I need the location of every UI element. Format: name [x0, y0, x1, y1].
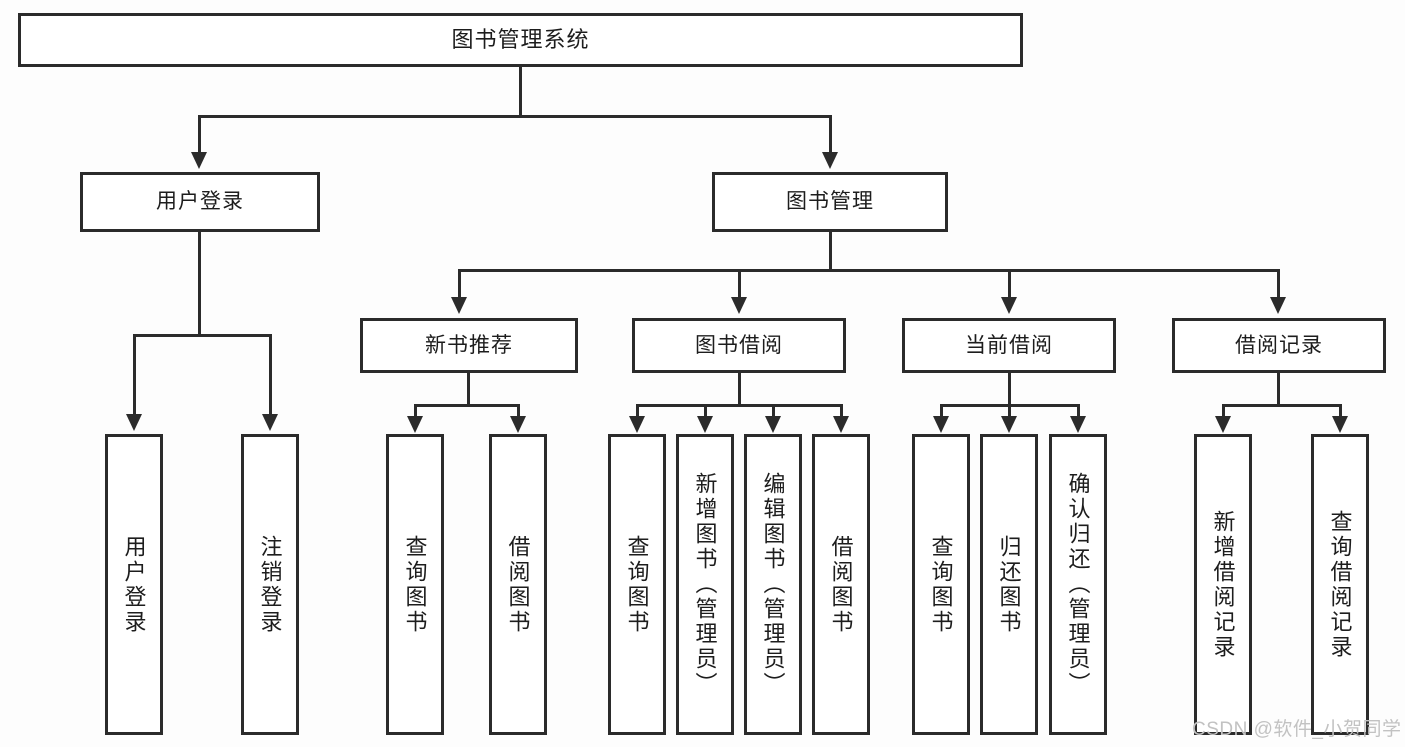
- connector-book-management-stem: [829, 232, 832, 271]
- leaf-br-add-record[interactable]: 新增借阅记录: [1194, 434, 1252, 735]
- arrowhead-bb-query: [629, 416, 645, 433]
- watermark-text: CSDN @软件_小贺同学: [1192, 719, 1402, 740]
- connector-root-stem: [519, 67, 522, 117]
- leaf-cb-query-book[interactable]: 查询图书: [912, 434, 970, 735]
- connector-drop-cb-confirm: [1077, 404, 1080, 420]
- arrowhead-cb-return: [1001, 416, 1017, 433]
- arrowhead-cb-query: [933, 416, 949, 433]
- connector-drop-nb-query: [414, 404, 417, 420]
- connector-drop-book-borrow: [738, 269, 741, 301]
- connector-drop-borrow-record: [1277, 269, 1280, 301]
- node-label: 用户登录: [156, 190, 244, 214]
- connector-borrow-record-stem: [1277, 373, 1280, 406]
- node-label: 用户登录: [121, 534, 147, 635]
- node-label: 注销登录: [257, 534, 283, 635]
- connector-book-borrow-stem: [738, 373, 741, 406]
- node-book-management[interactable]: 图书管理: [712, 172, 948, 232]
- node-label: 图书管理: [786, 190, 874, 214]
- node-book-borrow[interactable]: 图书借阅: [632, 318, 846, 373]
- connector-book-borrow-bus: [636, 404, 843, 407]
- node-label: 归还图书: [996, 534, 1022, 635]
- arrowhead-bb-edit: [765, 416, 781, 433]
- arrowhead-book-borrow: [731, 297, 747, 314]
- leaf-bb-edit-book-admin[interactable]: 编辑图书（管理员）: [744, 434, 802, 735]
- arrowhead-br-add: [1215, 416, 1231, 433]
- node-label: 新增图书（管理员）: [692, 472, 718, 697]
- node-label: 借阅记录: [1235, 333, 1323, 357]
- node-label: 借阅图书: [828, 534, 854, 635]
- node-root-book-management-system[interactable]: 图书管理系统: [18, 13, 1023, 67]
- connector-drop-book-management: [829, 115, 832, 157]
- connector-user-login-stem: [198, 232, 201, 336]
- connector-drop-current-borrow: [1008, 269, 1011, 301]
- arrowhead-bb-borrow: [833, 416, 849, 433]
- connector-new-book-bus: [414, 404, 520, 407]
- arrowhead-br-query: [1332, 416, 1348, 433]
- node-label: 图书管理系统: [451, 26, 590, 52]
- leaf-logout[interactable]: 注销登录: [241, 434, 299, 735]
- leaf-bb-add-book-admin[interactable]: 新增图书（管理员）: [676, 434, 734, 735]
- leaf-cb-return-book[interactable]: 归还图书: [980, 434, 1038, 735]
- connector-drop-new-book: [458, 269, 461, 301]
- leaf-nb-borrow-book[interactable]: 借阅图书: [489, 434, 547, 735]
- node-borrow-record[interactable]: 借阅记录: [1172, 318, 1386, 373]
- node-label: 新书推荐: [425, 333, 513, 357]
- connector-drop-bb-borrow: [840, 404, 843, 420]
- node-label: 查询图书: [928, 534, 954, 635]
- connector-level2-bus: [198, 115, 832, 118]
- connector-drop-user-login: [198, 115, 201, 157]
- arrowhead-cb-confirm: [1070, 416, 1086, 433]
- node-label: 查询图书: [624, 534, 650, 635]
- arrowhead-new-book: [451, 297, 467, 314]
- connector-drop-cb-query: [940, 404, 943, 420]
- leaf-bb-query-book[interactable]: 查询图书: [608, 434, 666, 735]
- connector-drop-leaf-user-login: [133, 334, 136, 418]
- node-label: 查询借阅记录: [1327, 509, 1353, 660]
- connector-drop-bb-add: [704, 404, 707, 420]
- connector-drop-leaf-logout: [269, 334, 272, 418]
- arrowhead-user-login: [191, 152, 207, 169]
- connector-current-borrow-stem: [1008, 373, 1011, 406]
- arrowhead-leaf-logout: [262, 414, 278, 431]
- leaf-nb-query-book[interactable]: 查询图书: [386, 434, 444, 735]
- node-label: 新增借阅记录: [1210, 509, 1236, 660]
- node-new-book-recommend[interactable]: 新书推荐: [360, 318, 578, 373]
- arrowhead-bb-add: [697, 416, 713, 433]
- connector-drop-br-add: [1222, 404, 1225, 420]
- leaf-bb-borrow-book[interactable]: 借阅图书: [812, 434, 870, 735]
- arrowhead-nb-borrow: [510, 416, 526, 433]
- node-label: 查询图书: [402, 534, 428, 635]
- node-label: 当前借阅: [965, 333, 1053, 357]
- connector-new-book-stem: [467, 373, 470, 406]
- connector-drop-nb-borrow: [517, 404, 520, 420]
- arrowhead-nb-query: [407, 416, 423, 433]
- node-label: 图书借阅: [695, 333, 783, 357]
- node-label: 借阅图书: [505, 534, 531, 635]
- arrowhead-book-management: [822, 152, 838, 169]
- node-label: 编辑图书（管理员）: [760, 472, 786, 697]
- arrowhead-borrow-record: [1270, 297, 1286, 314]
- node-user-login[interactable]: 用户登录: [80, 172, 320, 232]
- connector-drop-bb-query: [636, 404, 639, 420]
- connector-borrow-record-bus: [1222, 404, 1342, 407]
- arrowhead-leaf-user-login: [126, 414, 142, 431]
- connector-user-login-bus: [133, 334, 272, 337]
- connector-drop-bb-edit: [772, 404, 775, 420]
- connector-drop-cb-return: [1008, 404, 1011, 420]
- connector-drop-br-query: [1339, 404, 1342, 420]
- leaf-user-login[interactable]: 用户登录: [105, 434, 163, 735]
- csdn-watermark: CSDN @软件_小贺同学: [1192, 714, 1401, 741]
- node-current-borrow[interactable]: 当前借阅: [902, 318, 1116, 373]
- arrowhead-current-borrow: [1001, 297, 1017, 314]
- connector-level3-bus: [458, 269, 1279, 272]
- leaf-br-query-record[interactable]: 查询借阅记录: [1311, 434, 1369, 735]
- node-label: 确认归还（管理员）: [1065, 472, 1091, 697]
- leaf-cb-confirm-return-admin[interactable]: 确认归还（管理员）: [1049, 434, 1107, 735]
